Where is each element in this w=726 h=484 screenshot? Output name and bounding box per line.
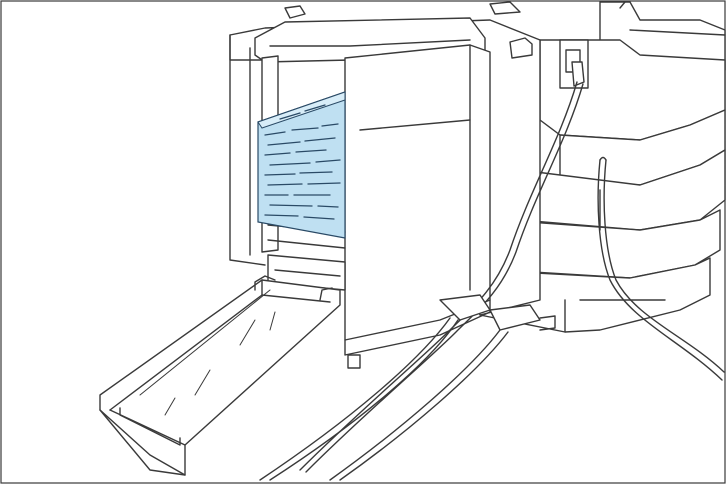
paper-stack xyxy=(257,91,346,239)
cables xyxy=(259,81,725,481)
front-tray xyxy=(99,275,341,476)
